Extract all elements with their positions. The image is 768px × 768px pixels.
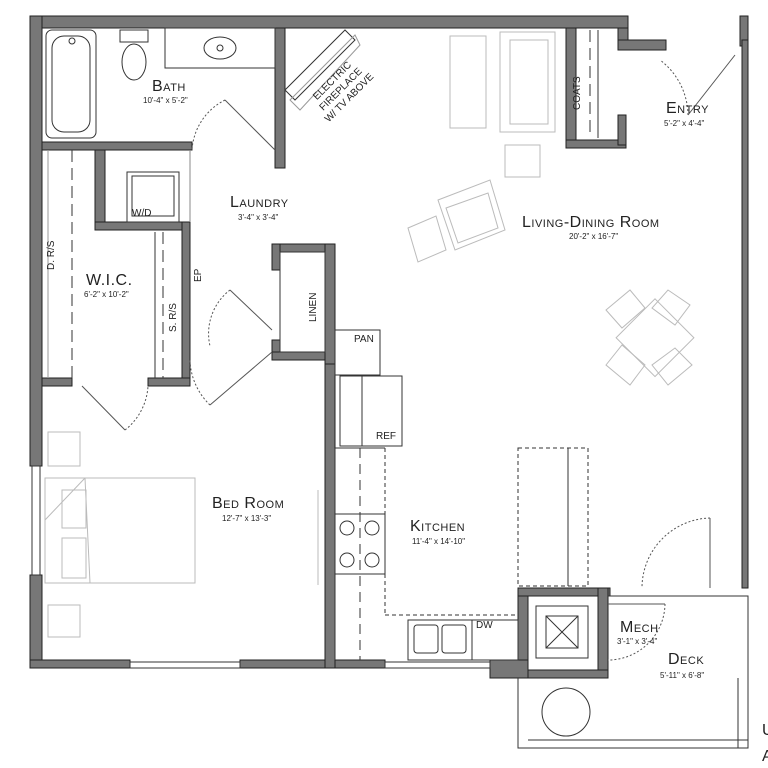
entry-name: Entry bbox=[666, 100, 709, 117]
bath-name: Bath bbox=[152, 78, 186, 95]
edge-letter-a: A bbox=[762, 748, 768, 765]
pan-label: PAN bbox=[354, 334, 374, 345]
living-dim: 20'-2" x 16'-7" bbox=[569, 232, 619, 241]
furniture bbox=[44, 31, 695, 638]
bedroom-dim: 12'-7" x 13'-3" bbox=[222, 514, 272, 523]
wic-name: W.I.C. bbox=[86, 272, 133, 289]
deck-name: Deck bbox=[668, 651, 705, 668]
entry-dim: 5'-2" x 4'-4" bbox=[664, 119, 705, 128]
dress-rs-label: D. R/S bbox=[46, 240, 57, 270]
bedroom-name: Bed Room bbox=[212, 495, 285, 512]
thin-lines bbox=[31, 27, 749, 749]
shelf-rs-label: S. R/S bbox=[168, 303, 179, 332]
laundry-name: Laundry bbox=[230, 194, 289, 211]
wic-dim: 6'-2" x 10'-2" bbox=[84, 290, 129, 299]
mech-dim: 3'-1" x 3'-4" bbox=[617, 637, 658, 646]
bath-dim: 10'-4" x 5'-2" bbox=[143, 96, 188, 105]
wd-label: W/D bbox=[132, 208, 152, 219]
laundry-dim: 3'-4" x 3'-4" bbox=[238, 213, 279, 222]
linen-label: LINEN bbox=[308, 292, 319, 322]
edge-letter-u: U bbox=[762, 722, 768, 739]
ep-label: EP bbox=[193, 268, 204, 282]
kitchen-dim: 11'-4" x 14'-10" bbox=[412, 537, 466, 546]
dw-label: DW bbox=[476, 620, 493, 631]
door-swings bbox=[81, 54, 736, 661]
kitchen-name: Kitchen bbox=[410, 518, 466, 535]
coats-label: COATS bbox=[572, 76, 583, 110]
living-name: Living-Dining Room bbox=[522, 214, 660, 231]
deck-dim: 5'-11" x 6'-8" bbox=[660, 671, 705, 680]
walls bbox=[29, 15, 749, 679]
ref-label: REF bbox=[376, 431, 396, 442]
mech-name: Mech bbox=[620, 619, 659, 636]
